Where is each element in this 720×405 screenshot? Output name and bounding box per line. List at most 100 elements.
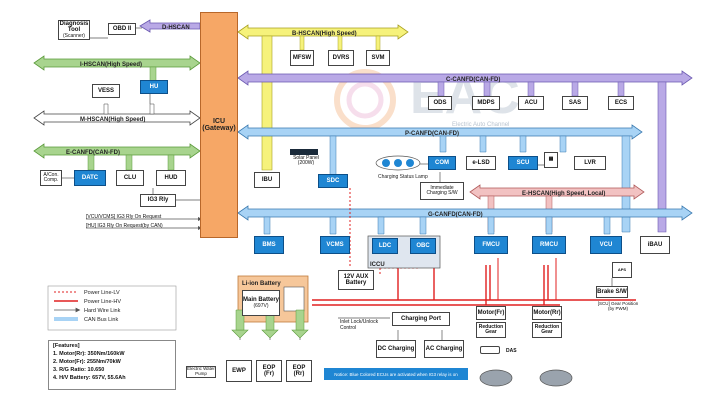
ecu-vcms[interactable]: VCMS (320, 236, 350, 254)
diagnosis-tool-sub: (Scanner) (63, 33, 85, 40)
ecu-bms[interactable]: BMS (254, 236, 284, 254)
ecu-e-lsd-label: e-LSD (472, 159, 490, 166)
legend-item-hard-wire: Hard Wire Link (84, 308, 121, 314)
ecu-eop-fr[interactable]: EOP (Fr) (256, 360, 282, 382)
ecu-ldc[interactable]: LDC (372, 238, 398, 254)
ecu-ods[interactable]: ODS (428, 96, 452, 110)
ac-charging[interactable]: AC Charging (424, 340, 464, 358)
ecu-dvrs[interactable]: DVRS (328, 50, 354, 66)
ecu-svm[interactable]: SVM (366, 50, 390, 66)
watermark-tagline: Electric Auto Channel (452, 122, 509, 128)
bus-g-canfd-stubs (263, 216, 611, 235)
diagnosis-tool-label: Diagnosis Tool (59, 20, 89, 33)
legend-item-can-bus: CAN Bus Link (84, 317, 118, 323)
motor-rr: Motor(Rr) (532, 306, 562, 320)
ecu-datc-label: DATC (81, 174, 99, 181)
ecu-vcu-label: VCU (599, 241, 613, 248)
ecu-rmcu[interactable]: RMCU (532, 236, 566, 254)
signal-ig3-request: [VCU/VCMS] IG3 Rly On Request (86, 214, 162, 220)
reduction-gear-fr-label: Reduction Gear (478, 323, 504, 335)
aircon-comp[interactable]: A/Con. Comp. (40, 170, 62, 186)
electric-water-pump: Electric Water Pump (186, 366, 216, 378)
ecu-lvr[interactable]: LVR (574, 156, 606, 170)
solar-panel-sub: (200W) (297, 160, 315, 167)
ecu-com[interactable]: COM (428, 156, 456, 170)
ecu-mdps[interactable]: MDPS (472, 96, 500, 110)
ecu-hu-label: HU (149, 83, 159, 90)
ecu-scu-label: SCU (516, 159, 530, 166)
charging-port[interactable]: Charging Port (392, 312, 450, 326)
ecu-scu[interactable]: SCU (508, 156, 538, 170)
icu-sub: (Gateway) (202, 125, 236, 132)
features-line-4: 4. H/V Battery: 657V, 55.6Ah (53, 374, 126, 381)
ecu-eop-rr[interactable]: EOP (Rr) (286, 360, 312, 382)
ecu-ecs[interactable]: ECS (608, 96, 634, 110)
ecu-clu-label: CLU (123, 174, 137, 181)
ecu-ods-label: ODS (433, 99, 447, 106)
bus-label-c-canfd: C-CANFD(CAN-FD) (446, 77, 500, 83)
solar-panel-label: Solar Panel(200W) (286, 155, 326, 167)
ecu-vess-label: VESS (97, 87, 114, 94)
bus-m-hscan: M-HSCAN(High Speed) (33, 110, 201, 126)
li-ion-label: Li-ion Battery (242, 281, 281, 287)
ac-charging-label: AC Charging (425, 345, 463, 352)
obd-ii[interactable]: OBD II (108, 23, 136, 35)
ecu-sdc[interactable]: SDC (318, 174, 348, 188)
dc-charging-label: DC Charging (377, 345, 415, 352)
bus-label-e-hscan: E-HSCAN(High Speed, Local) (522, 191, 605, 197)
aps-pedal: APS (612, 262, 632, 278)
main-battery: Main Battery(697V) (242, 290, 280, 316)
ecu-hu[interactable]: HU (140, 80, 168, 94)
ecu-eop-rr-label: EOP (Rr) (292, 364, 306, 377)
bus-m-hscan-stubs (103, 103, 155, 115)
ecu-vcms-label: VCMS (326, 241, 344, 248)
ecu-ewp[interactable]: EWP (226, 360, 252, 382)
features-box: [Features] 1. Motor(Rr): 350Nm/160kW 2. … (48, 340, 176, 390)
bus-c-canfd: C-CANFD(CAN-FD) (237, 70, 693, 86)
ig3-relay[interactable]: IG3 Rly (140, 194, 176, 207)
immediate-charging-label: Immediate Charging S/W (426, 184, 458, 196)
ecu-ibau[interactable]: iBAU (640, 236, 670, 254)
ecu-sas[interactable]: SAS (562, 96, 588, 110)
ecu-obc[interactable]: OBC (410, 238, 436, 254)
features-line-1: 1. Motor(Rr): 350Nm/160kW (53, 350, 125, 357)
motor-rr-label: Motor(Rr) (533, 309, 561, 316)
ecu-e-lsd[interactable]: e-LSD (466, 156, 496, 170)
immediate-charging-switch[interactable]: Immediate Charging S/W (420, 182, 464, 200)
ecu-bms-label: BMS (262, 241, 276, 248)
shift-lever-icon: ▦ (544, 152, 558, 168)
ecu-datc[interactable]: DATC (74, 170, 106, 186)
ecu-vcu[interactable]: VCU (590, 236, 622, 254)
brake-switch-label: Brake S/W (597, 288, 627, 295)
wheel-rr-icon (539, 369, 573, 387)
bus-label-i-hscan: I-HSCAN(High Speed) (80, 62, 142, 68)
diagnosis-tool[interactable]: Diagnosis Tool(Scanner) (58, 20, 90, 40)
signal-ig2-request: [HU] IG3 Rly On Request(by CAN) (86, 223, 163, 229)
ecu-fmcu[interactable]: FMCU (474, 236, 508, 254)
dc-charging[interactable]: DC Charging (376, 340, 416, 358)
icu-gateway[interactable]: ICU(Gateway) (200, 12, 238, 238)
ecu-acu[interactable]: ACU (518, 96, 544, 110)
scu-gear-note: [SCU] Gear Position (by PWM) (597, 301, 639, 311)
ecu-mfsw[interactable]: MFSW (290, 50, 314, 66)
features-line-3: 3. R/G Ratio: 10.650 (53, 366, 105, 373)
eop-bus-arrows (231, 329, 309, 339)
ig3-relay-label: IG3 Rly (147, 197, 169, 204)
aps-label: APS (617, 266, 627, 272)
ecu-acu-label: ACU (524, 99, 538, 106)
solar-panel-name: Solar Panel (293, 155, 319, 161)
bus-b-hscan-drop (261, 35, 273, 171)
main-battery-label: Main Battery (243, 296, 280, 303)
footnote-banner: Notice: Blue Colored ECUs are activated … (324, 368, 468, 380)
brake-switch: Brake S/W (596, 286, 628, 298)
legend-item-power-lv: Power Line-LV (84, 290, 120, 296)
ecu-sdc-label: SDC (326, 177, 340, 184)
ecu-ibu[interactable]: IBU (254, 172, 280, 188)
ecu-vess[interactable]: VESS (92, 84, 120, 98)
reduction-gear-rr-label: Reduction Gear (534, 323, 560, 335)
bus-label-b-hscan: B-HSCAN(High Speed) (292, 31, 357, 37)
das-label: DAS (506, 348, 517, 354)
inlet-lock-control: Inlet Lock/Unlock Control (340, 319, 379, 331)
ecu-clu[interactable]: CLU (116, 170, 144, 186)
ecu-hud[interactable]: HUD (156, 170, 186, 186)
